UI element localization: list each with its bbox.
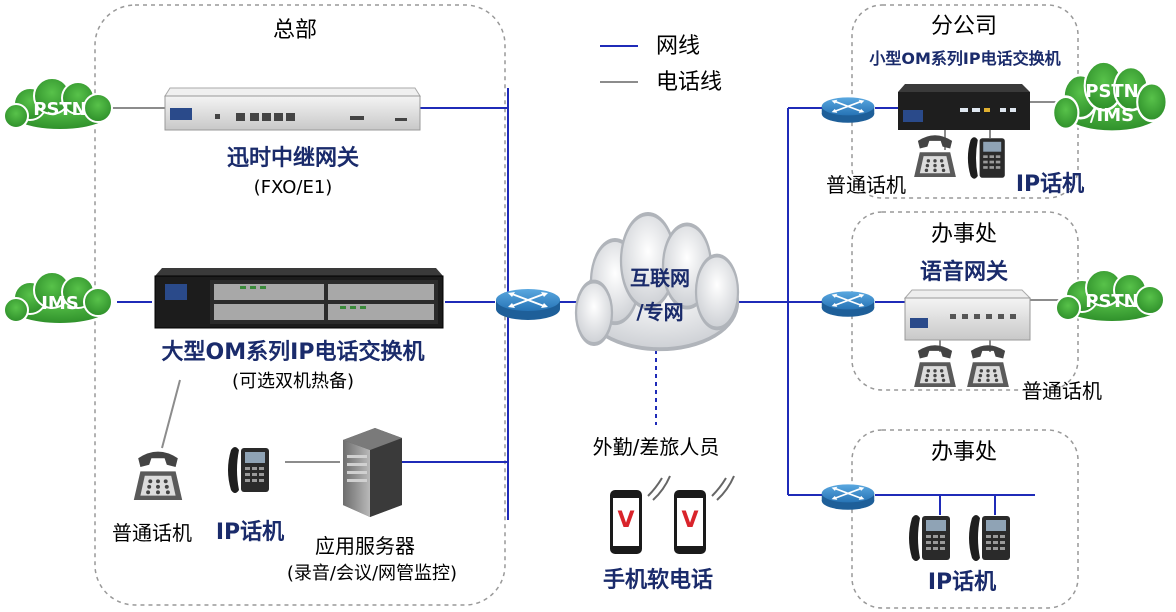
mobile-caption: 手机软电话 <box>602 568 714 593</box>
mobile-phone-2-icon: V <box>674 475 735 554</box>
office2-ip-phone-1-icon <box>909 515 950 561</box>
legend-network-label: 网线 <box>656 34 701 59</box>
mobile-app-glyph-1: V <box>617 508 634 533</box>
office2-region <box>851 429 1079 609</box>
branch-device-name: 小型OM系列IP电话交换机 <box>869 49 1061 68</box>
gateway-name: 迅时中继网关 <box>226 146 360 171</box>
office2-ip-phone-2-icon <box>969 515 1010 561</box>
small-pbx-icon <box>898 84 1030 130</box>
branch-title: 分公司 <box>930 14 998 39</box>
branch-router-icon <box>820 96 876 124</box>
office1-cloud-label: PSTN <box>1085 291 1139 313</box>
gateway-sub: (FXO/E1) <box>253 177 333 198</box>
branch-analog-phone-icon <box>914 135 956 177</box>
legend-phone-label: 电话线 <box>656 70 723 95</box>
app-server-label: 应用服务器 <box>315 534 415 558</box>
hq-router-icon <box>495 288 561 321</box>
large-pbx-icon <box>154 268 444 329</box>
branch-analog-phone-label: 普通话机 <box>826 173 906 197</box>
office2-title: 办事处 <box>930 440 998 465</box>
pbx-sub: (可选双机热备) <box>231 371 355 392</box>
mobile-phone-1-icon: V <box>610 475 671 554</box>
office2-ip-phone-label: IP话机 <box>927 570 997 595</box>
internet-label-2: /专网 <box>636 300 684 324</box>
office1-analog-phone-2-icon <box>967 345 1009 387</box>
trunk-gateway-icon <box>164 87 421 131</box>
hq-ip-phone-label: IP话机 <box>215 520 285 545</box>
pbx-name: 大型OM系列IP电话交换机 <box>161 340 425 365</box>
internet-label-1: 互联网 <box>630 266 690 290</box>
branch-ip-phone-icon <box>967 137 1005 179</box>
hq-analog-phone-icon <box>133 451 183 500</box>
hq-ip-phone-icon <box>228 447 269 493</box>
pstn-cloud-label-hq: PSTN <box>33 99 87 121</box>
office1-device-name: 语音网关 <box>919 260 1009 285</box>
mobile-app-glyph-2: V <box>681 508 698 533</box>
office1-router-icon <box>820 290 876 318</box>
app-server-icon <box>343 428 402 517</box>
branch-cloud-label-2: /IMS <box>1089 105 1135 127</box>
office1-analog-phone-label: 普通话机 <box>1022 379 1102 403</box>
hq-title: 总部 <box>272 18 318 43</box>
mobile-title: 外勤/差旅人员 <box>592 435 720 459</box>
branch-cloud-label-1: PSTN <box>1085 81 1139 103</box>
app-server-sub: (录音/会议/网管监控) <box>286 563 458 584</box>
branch-ip-phone-label: IP话机 <box>1015 172 1085 197</box>
voice-gateway-icon <box>903 289 1032 341</box>
hq-analog-phone-label: 普通话机 <box>112 521 192 545</box>
office2-router-icon <box>820 483 876 511</box>
ims-cloud-label-hq: IMS <box>41 293 79 315</box>
office1-analog-phone-1-icon <box>914 345 956 387</box>
office1-title: 办事处 <box>930 222 998 247</box>
